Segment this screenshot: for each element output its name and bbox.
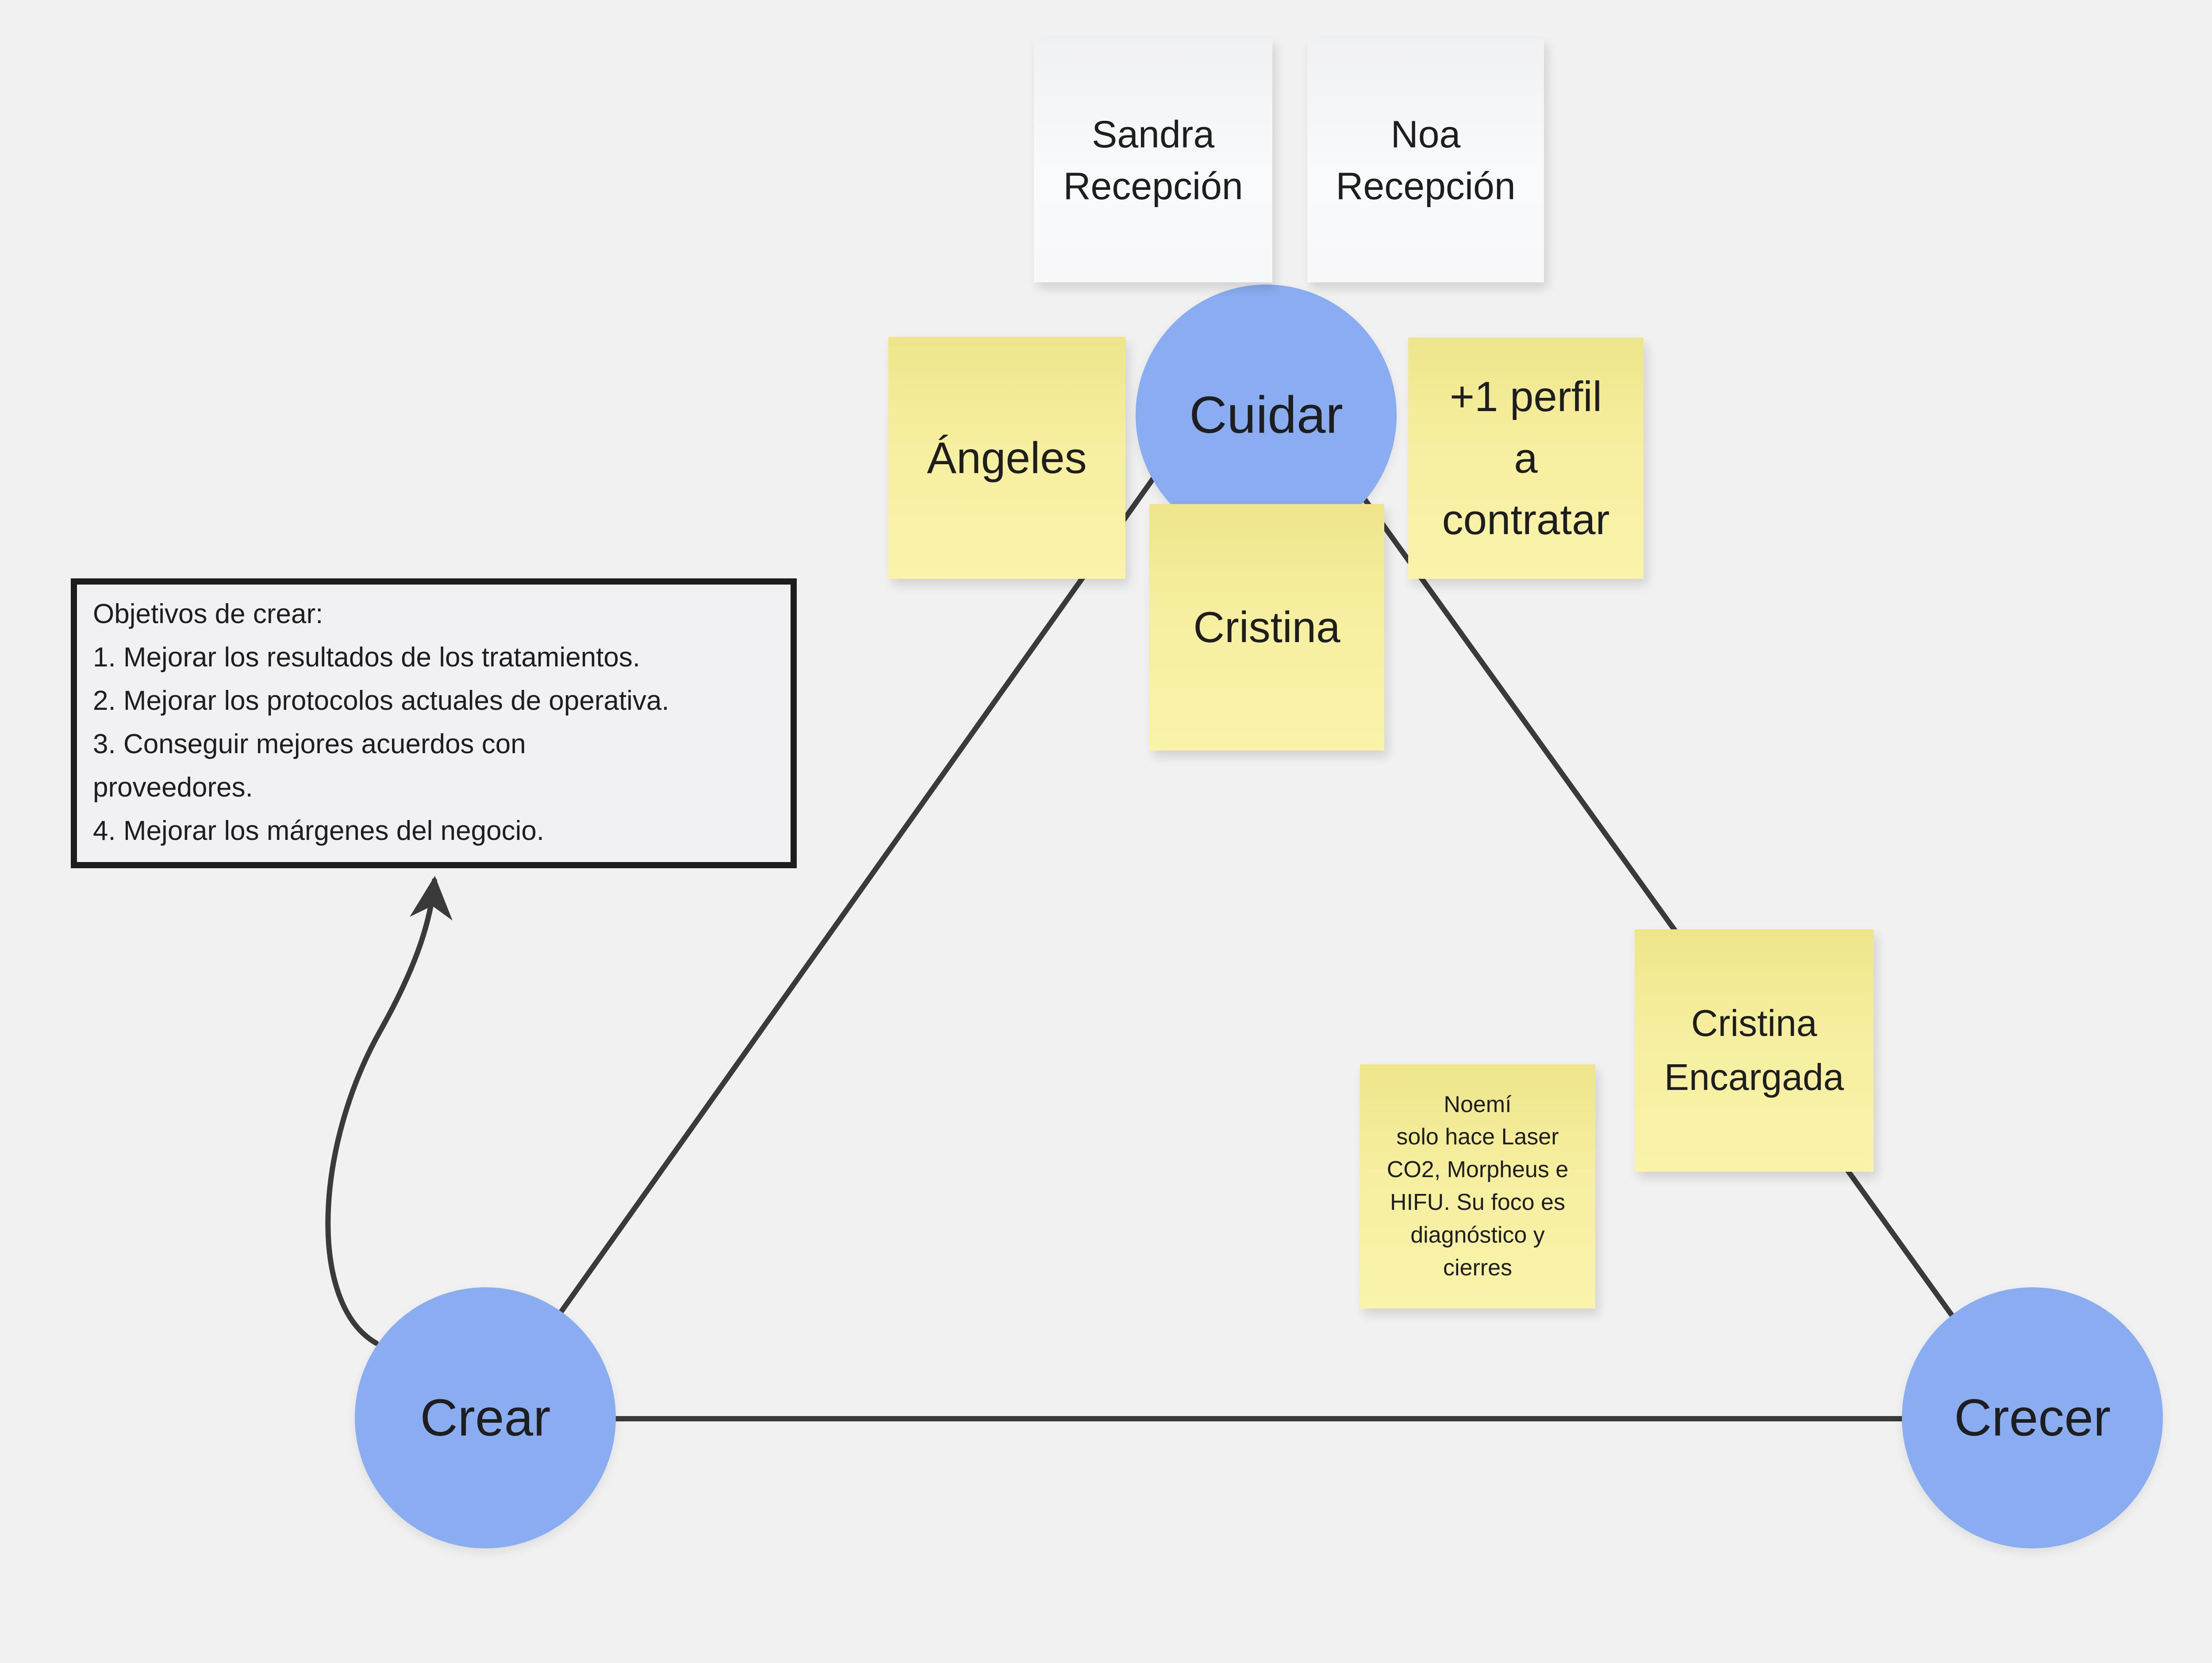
sticky-note-noemi[interactable]: Noemí solo hace Laser CO2, Morpheus e HI…: [1360, 1064, 1595, 1309]
connector-cuidar-crecer[interactable]: [1337, 462, 1995, 1374]
objectives-line: 1. Mejorar los resultados de los tratami…: [93, 642, 641, 673]
sticky-note-text: Sandra Recepción: [1063, 113, 1243, 208]
circle-crear[interactable]: Crear: [355, 1287, 616, 1548]
circle-cuidar-label: Cuidar: [1189, 386, 1343, 444]
sticky-note-text: Noa Recepción: [1336, 113, 1516, 208]
sticky-note-perfil-a-contratar[interactable]: +1 perfil a contratar: [1408, 338, 1644, 579]
circle-crecer[interactable]: Crecer: [1902, 1287, 2163, 1548]
sticky-note-sandra-recepcion[interactable]: Sandra Recepción: [1034, 38, 1272, 282]
connector-crear-cuidar[interactable]: [531, 435, 1185, 1353]
sticky-note-text: +1 perfil a contratar: [1442, 373, 1610, 544]
objectives-line: proveedores.: [93, 772, 253, 803]
objectives-line: 2. Mejorar los protocolos actuales de op…: [93, 685, 669, 716]
sticky-note-text: Noemí solo hace Laser CO2, Morpheus e HI…: [1386, 1091, 1569, 1281]
circle-crecer-label: Crecer: [1954, 1389, 2111, 1447]
sticky-note-angeles[interactable]: Ángeles: [888, 337, 1125, 579]
sticky-note-noa-recepcion[interactable]: Noa Recepción: [1307, 38, 1544, 282]
sticky-note-text: Ángeles: [927, 433, 1087, 483]
objectives-line: 3. Conseguir mejores acuerdos con: [93, 728, 526, 759]
arrow-crear-to-objectives[interactable]: [325, 876, 453, 1346]
sticky-note-text: Cristina: [1193, 602, 1340, 651]
objectives-text-box[interactable]: Objetivos de crear: 1. Mejorar los resul…: [71, 578, 797, 868]
circle-cuidar[interactable]: Cuidar: [1136, 285, 1397, 546]
objectives-line: Objetivos de crear:: [93, 599, 323, 629]
circle-crear-label: Crear: [420, 1389, 551, 1447]
sticky-note-text: Cristina Encargada: [1664, 1002, 1844, 1098]
sticky-note-cristina[interactable]: Cristina: [1149, 504, 1384, 751]
sticky-note-cristina-encargada[interactable]: Cristina Encargada: [1635, 929, 1874, 1172]
objectives-line: 4. Mejorar los márgenes del negocio.: [93, 815, 545, 846]
